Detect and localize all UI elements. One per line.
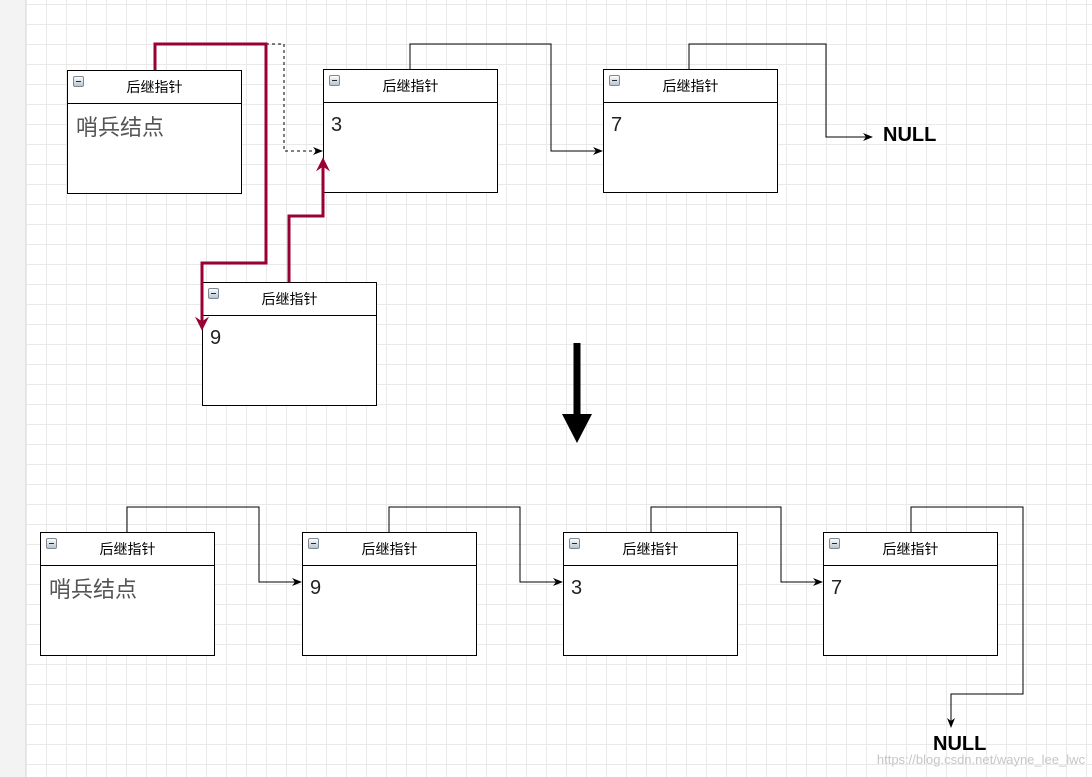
collapse-icon — [569, 538, 580, 549]
collapse-icon — [829, 538, 840, 549]
node-3-after: 后继指针 3 — [563, 532, 738, 656]
node-sentinel-after: 后继指针 哨兵结点 — [40, 532, 215, 656]
node-header: 后继指针 — [303, 533, 476, 566]
node-header: 后继指针 — [68, 71, 241, 104]
node-header: 后继指针 — [203, 283, 376, 316]
collapse-icon — [609, 75, 620, 86]
null-label-after: NULL — [933, 733, 987, 755]
watermark-url: https://blog.csdn.net/wayne_lee_lwc — [876, 752, 1085, 767]
node-value: 9 — [210, 327, 222, 349]
node-header-label: 后继指针 — [261, 291, 318, 307]
node-value: 7 — [831, 577, 843, 599]
left-margin-strip — [0, 0, 26, 777]
collapse-icon — [329, 75, 340, 86]
node-header: 后继指针 — [41, 533, 214, 566]
node-header-label: 后继指针 — [99, 541, 156, 557]
node-7-before: 后继指针 7 — [603, 69, 778, 193]
node-7-after: 后继指针 7 — [823, 532, 998, 656]
node-3-before: 后继指针 3 — [323, 69, 498, 193]
edge-sentinel-to-3-old-dashed — [266, 43, 323, 155]
transition-arrow-shaft — [573, 343, 581, 418]
node-value: 3 — [571, 577, 583, 599]
node-value: 9 — [310, 577, 322, 599]
collapse-icon — [46, 538, 57, 549]
node-sentinel-before: 后继指针 哨兵结点 — [67, 70, 242, 194]
node-header: 后继指针 — [564, 533, 737, 566]
node-value: 哨兵结点 — [49, 577, 138, 602]
node-header-label: 后继指针 — [382, 78, 439, 94]
edge-9-to-3-highlight — [287, 157, 330, 282]
node-value: 哨兵结点 — [76, 115, 165, 140]
node-header-label: 后继指针 — [662, 78, 719, 94]
collapse-icon — [73, 76, 84, 87]
node-header: 后继指针 — [604, 70, 777, 103]
node-header-label: 后继指针 — [882, 541, 939, 557]
node-header-label: 后继指针 — [126, 79, 183, 95]
node-value: 7 — [611, 114, 623, 136]
null-label-before: NULL — [883, 124, 937, 146]
collapse-icon — [308, 538, 319, 549]
transition-arrow-head — [562, 414, 592, 443]
node-value: 3 — [331, 114, 343, 136]
transition-down-arrow — [562, 343, 592, 443]
node-9-after: 后继指针 9 — [302, 532, 477, 656]
node-header: 后继指针 — [324, 70, 497, 103]
node-header: 后继指针 — [824, 533, 997, 566]
node-9-new: 后继指针 9 — [202, 282, 377, 406]
node-header-label: 后继指针 — [361, 541, 418, 557]
node-header-label: 后继指针 — [622, 541, 679, 557]
collapse-icon — [208, 288, 219, 299]
